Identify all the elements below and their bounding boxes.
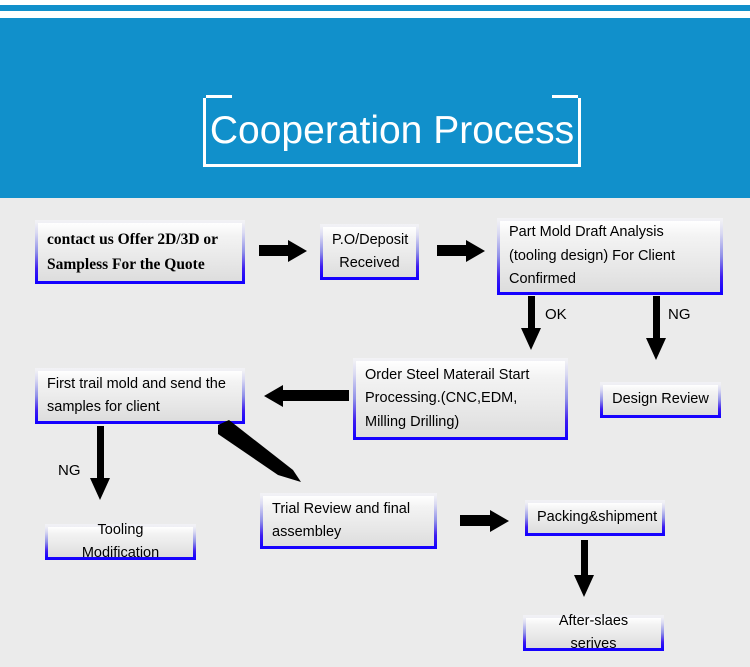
flow-node-tooling-modification-label: Tooling Modification <box>81 521 160 561</box>
flow-node-po-deposit[interactable]: P.O/Deposit Received <box>320 224 419 280</box>
flow-node-draft-analysis-label: Part Mold Draft Analysis (tooling design… <box>509 224 676 288</box>
arrow-shaft <box>97 426 104 482</box>
top-blue-accent-strip <box>0 5 750 11</box>
arrow-head <box>466 240 485 262</box>
flow-node-trial-review-label: Trial Review and final assembley <box>272 500 411 540</box>
arrow-label-ng-left: NG <box>58 462 81 479</box>
header-banner: Cooperation Process <box>0 18 750 198</box>
top-white-strip <box>0 0 750 5</box>
flow-node-order-steel[interactable]: Order Steel Materail Start Processing.(C… <box>353 358 568 440</box>
arrow-shaft <box>581 540 588 578</box>
flow-node-after-sales[interactable]: After-slaes serives <box>523 613 664 652</box>
flow-node-draft-analysis[interactable]: Part Mold Draft Analysis (tooling design… <box>497 218 723 295</box>
flow-node-after-sales-label: After-slaes serives <box>558 612 629 652</box>
title-frame-stub-left <box>206 95 232 98</box>
arrow-first-trial-to-trial-review <box>218 420 301 482</box>
flow-node-packing-shipment[interactable]: Packing&shipment <box>525 500 665 536</box>
flow-node-first-trial[interactable]: First trail mold and send the samples fo… <box>35 368 245 424</box>
arrow-head <box>574 575 594 597</box>
arrow-shaft <box>460 515 491 526</box>
arrow-label-ng-right: NG <box>668 306 691 323</box>
arrow-label-ok: OK <box>545 306 567 323</box>
flow-node-contact-label: contact us Offer 2D/3D or Sampless For t… <box>47 230 219 273</box>
arrow-shaft <box>283 390 349 401</box>
flow-node-first-trial-label: First trail mold and send the samples fo… <box>47 375 226 415</box>
arrow-head <box>521 328 541 350</box>
title-frame: Cooperation Process <box>203 95 581 167</box>
arrow-head <box>490 510 509 532</box>
arrow-shaft <box>653 296 660 340</box>
flow-node-design-review[interactable]: Design Review <box>600 382 721 418</box>
arrow-head <box>264 385 283 407</box>
flow-node-design-review-label: Design Review <box>612 391 709 408</box>
arrow-shaft <box>528 296 535 330</box>
flow-node-tooling-modification[interactable]: Tooling Modification <box>45 522 196 561</box>
title-frame-stub-right <box>552 95 578 98</box>
arrow-shaft <box>437 245 467 256</box>
flow-node-contact[interactable]: contact us Offer 2D/3D or Sampless For t… <box>35 220 245 284</box>
flow-node-order-steel-label: Order Steel Materail Start Processing.(C… <box>365 366 530 430</box>
flow-node-trial-review[interactable]: Trial Review and final assembley <box>260 493 437 549</box>
arrow-head <box>90 478 110 500</box>
arrow-shaft <box>259 245 289 256</box>
flow-node-packing-shipment-label: Packing&shipment <box>537 509 658 526</box>
top-white-gap-strip <box>0 11 750 18</box>
arrow-head <box>646 338 666 360</box>
page-title: Cooperation Process <box>209 109 575 152</box>
arrow-body <box>218 420 301 482</box>
flow-node-po-deposit-label: P.O/Deposit Received <box>332 231 409 271</box>
arrow-head <box>288 240 307 262</box>
